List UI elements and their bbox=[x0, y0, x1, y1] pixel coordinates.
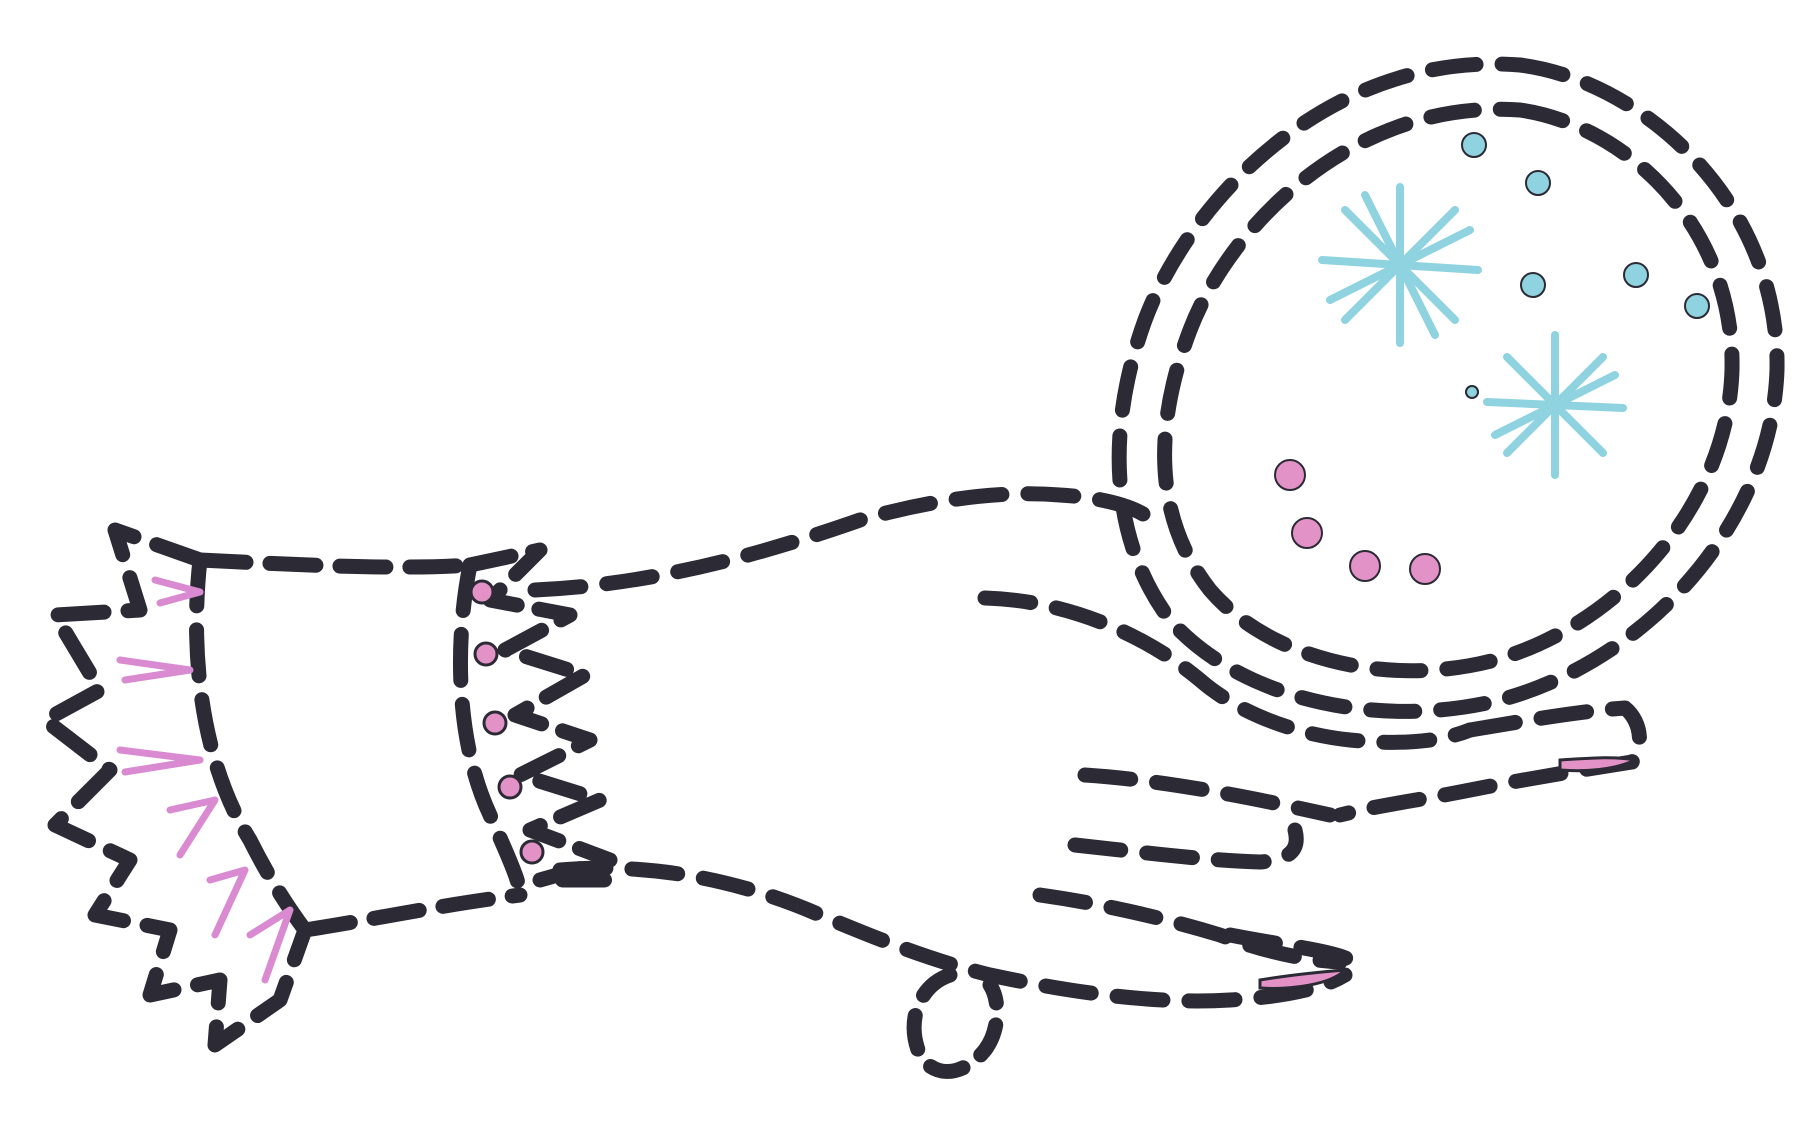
pink-accent bbox=[206, 866, 249, 939]
finger-3 bbox=[1032, 887, 1348, 970]
blue-dot bbox=[1623, 262, 1649, 288]
cuff-bead bbox=[497, 774, 523, 800]
blue-dot bbox=[1461, 132, 1487, 158]
starburst-large bbox=[1318, 183, 1482, 347]
pink-dot bbox=[1409, 553, 1441, 585]
pink-accent bbox=[246, 906, 294, 984]
cuff-bead bbox=[482, 710, 508, 736]
finger-4 bbox=[1222, 927, 1358, 968]
cuff-bead bbox=[519, 839, 545, 865]
pink-dot bbox=[1349, 550, 1381, 582]
egg-outline-outer bbox=[1111, 56, 1785, 719]
hand-lower-contour bbox=[552, 860, 1353, 1009]
blue-dot bbox=[1465, 385, 1479, 399]
pink-dot bbox=[1291, 517, 1323, 549]
thumb-nail bbox=[1558, 756, 1640, 773]
egg-outline-inner bbox=[1157, 101, 1740, 679]
cuff-beads bbox=[469, 579, 545, 865]
curled-finger bbox=[906, 967, 1005, 1079]
hand-upper-contour bbox=[527, 486, 1168, 598]
cuff-frill-right bbox=[462, 542, 628, 888]
blue-dot bbox=[1520, 272, 1546, 298]
thumb-upper bbox=[1462, 700, 1647, 770]
pink-accent bbox=[166, 796, 219, 859]
finger-1 bbox=[1077, 767, 1338, 823]
palm-line bbox=[977, 590, 1478, 750]
blue-dot bbox=[1684, 293, 1710, 319]
cuff-frill-left bbox=[37, 522, 313, 1053]
finger-2 bbox=[1067, 822, 1304, 870]
pink-dot bbox=[1274, 459, 1306, 491]
pink-accent bbox=[151, 576, 204, 607]
cuff-band bbox=[189, 552, 528, 938]
starburst-small bbox=[1483, 331, 1627, 479]
pink-accent bbox=[116, 656, 194, 684]
blue-dot bbox=[1525, 170, 1551, 196]
pink-dots bbox=[1274, 459, 1441, 585]
sleeve-cuff bbox=[37, 522, 628, 1053]
cuff-bead bbox=[469, 579, 495, 605]
easter-egg bbox=[1111, 56, 1785, 719]
pink-accent bbox=[116, 746, 204, 776]
blue-dots bbox=[1461, 132, 1710, 399]
cuff-bead bbox=[473, 641, 499, 667]
finger-nail bbox=[1258, 968, 1349, 990]
cuff-pink-accents bbox=[116, 576, 294, 984]
hand bbox=[527, 486, 1647, 1079]
